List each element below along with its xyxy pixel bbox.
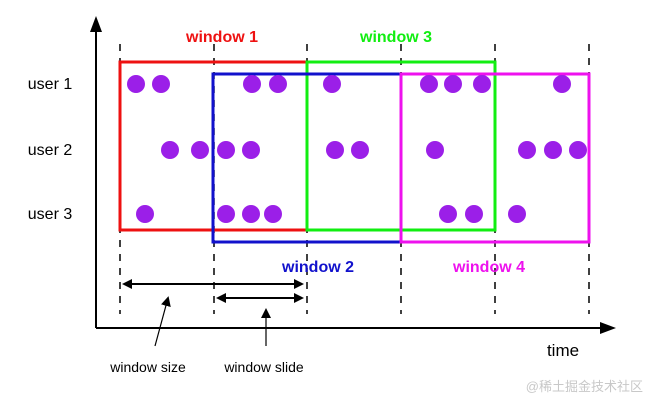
window-1-label: window 1: [185, 29, 258, 46]
event-dot: [553, 75, 571, 93]
event-dot: [191, 141, 209, 159]
window-slide-label: window slide: [223, 359, 304, 375]
x-axis-arrow-icon: [600, 322, 616, 334]
window-3-label: window 3: [359, 29, 432, 46]
event-dot: [465, 205, 483, 223]
window-boxes: [118, 60, 591, 244]
axes: [90, 16, 616, 334]
event-dot: [420, 75, 438, 93]
event-dot: [544, 141, 562, 159]
event-dot: [569, 141, 587, 159]
event-dot: [161, 141, 179, 159]
row-label-user-3: user 3: [28, 206, 73, 223]
event-dot: [439, 205, 457, 223]
window-2-label: window 2: [281, 259, 354, 276]
row-label-user-1: user 1: [28, 76, 73, 93]
event-dot: [243, 75, 261, 93]
watermark: @稀土掘金技术社区: [526, 379, 643, 394]
event-dot: [264, 205, 282, 223]
window-size-pointer: [154, 296, 171, 347]
event-dot: [269, 75, 287, 93]
window-4-label: window 4: [452, 259, 525, 276]
event-dot: [326, 141, 344, 159]
x-axis-label: time: [547, 341, 579, 360]
event-dot: [518, 141, 536, 159]
event-dot: [217, 141, 235, 159]
window-4-box: [399, 72, 591, 244]
event-dot: [242, 141, 260, 159]
row-label-user-2: user 2: [28, 142, 73, 159]
y-axis-arrow-icon: [90, 16, 102, 32]
window-size-label: window size: [109, 359, 186, 375]
event-dot: [508, 205, 526, 223]
event-dot: [473, 75, 491, 93]
event-dot: [323, 75, 341, 93]
events: [127, 75, 587, 223]
event-dot: [127, 75, 145, 93]
event-dot: [351, 141, 369, 159]
event-dot: [444, 75, 462, 93]
event-dot: [152, 75, 170, 93]
event-dot: [426, 141, 444, 159]
event-dot: [242, 205, 260, 223]
event-dot: [136, 205, 154, 223]
event-dot: [217, 205, 235, 223]
